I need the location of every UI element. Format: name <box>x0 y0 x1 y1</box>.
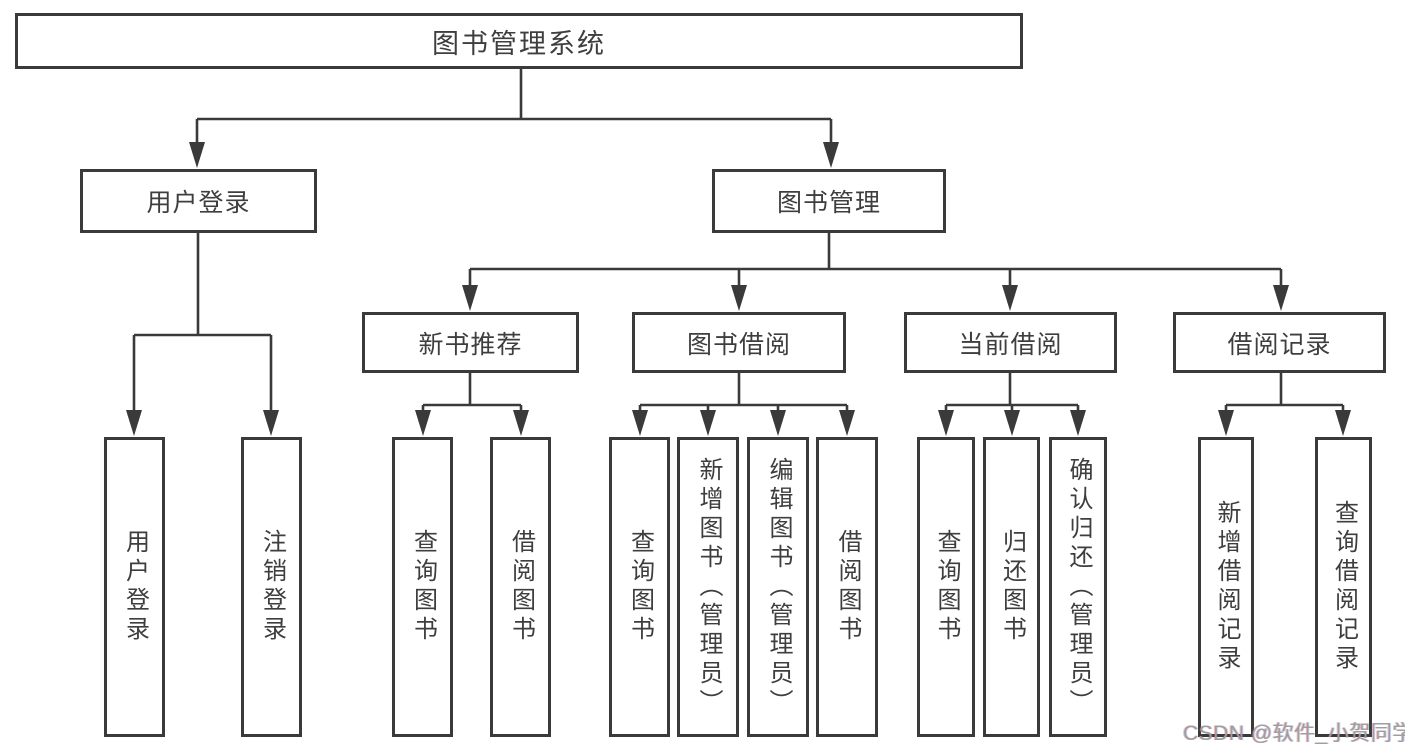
leaf-logout: 注销登录 <box>241 437 302 737</box>
node-library-management-system: 图书管理系统 <box>15 13 1023 69</box>
leaf-query-borrow-record: 查询借阅记录 <box>1315 437 1372 737</box>
leaf-confirm-return-admin: 确认归还（管理员） <box>1049 437 1107 737</box>
leaf-label: 新增图书（管理员） <box>695 456 722 718</box>
leaf-label: 新增借阅记录 <box>1213 500 1240 674</box>
leaf-add-book-admin: 新增图书（管理员） <box>677 437 739 737</box>
leaf-label: 查询借阅记录 <box>1330 500 1358 674</box>
node-label: 图书管理系统 <box>432 28 606 59</box>
leaf-query-books-current: 查询图书 <box>917 437 975 737</box>
node-label: 图书管理 <box>776 189 881 217</box>
leaf-query-books-recommend: 查询图书 <box>392 437 453 737</box>
node-label: 用户登录 <box>146 189 251 217</box>
node-label: 借阅记录 <box>1227 330 1332 359</box>
leaf-label: 查询图书 <box>626 529 654 645</box>
leaf-query-books-borrowing: 查询图书 <box>609 437 670 737</box>
leaf-edit-book-admin: 编辑图书（管理员） <box>747 437 809 737</box>
leaf-borrow-books-recommend: 借阅图书 <box>490 437 551 737</box>
node-current-borrowing: 当前借阅 <box>904 312 1117 373</box>
leaf-borrow-books-borrowing: 借阅图书 <box>816 437 878 737</box>
leaf-add-borrow-record: 新增借阅记录 <box>1198 437 1254 737</box>
node-book-management: 图书管理 <box>712 169 946 233</box>
node-user-login: 用户登录 <box>80 169 317 233</box>
leaf-label: 确认归还（管理员） <box>1065 456 1092 718</box>
leaf-label: 归还图书 <box>998 529 1026 645</box>
node-label: 当前借阅 <box>958 330 1063 359</box>
node-label: 图书借阅 <box>686 330 791 359</box>
leaf-label: 借阅图书 <box>834 529 861 645</box>
leaf-user-login: 用户登录 <box>104 437 165 737</box>
leaf-label: 用户登录 <box>121 529 149 645</box>
node-new-book-recommendation: 新书推荐 <box>362 312 579 373</box>
leaf-label: 借阅图书 <box>507 529 535 645</box>
leaf-return-book: 归还图书 <box>983 437 1040 737</box>
leaf-label: 注销登录 <box>258 529 286 645</box>
leaf-label: 查询图书 <box>933 529 960 645</box>
node-label: 新书推荐 <box>418 330 523 359</box>
csdn-watermark: CSDN @软件_小贺同学 <box>1183 722 1405 745</box>
arrowheads <box>126 142 1351 436</box>
leaf-label: 查询图书 <box>409 529 437 645</box>
leaf-label: 编辑图书（管理员） <box>765 456 792 718</box>
node-borrowing-records: 借阅记录 <box>1173 312 1386 373</box>
node-book-borrowing: 图书借阅 <box>632 312 846 373</box>
